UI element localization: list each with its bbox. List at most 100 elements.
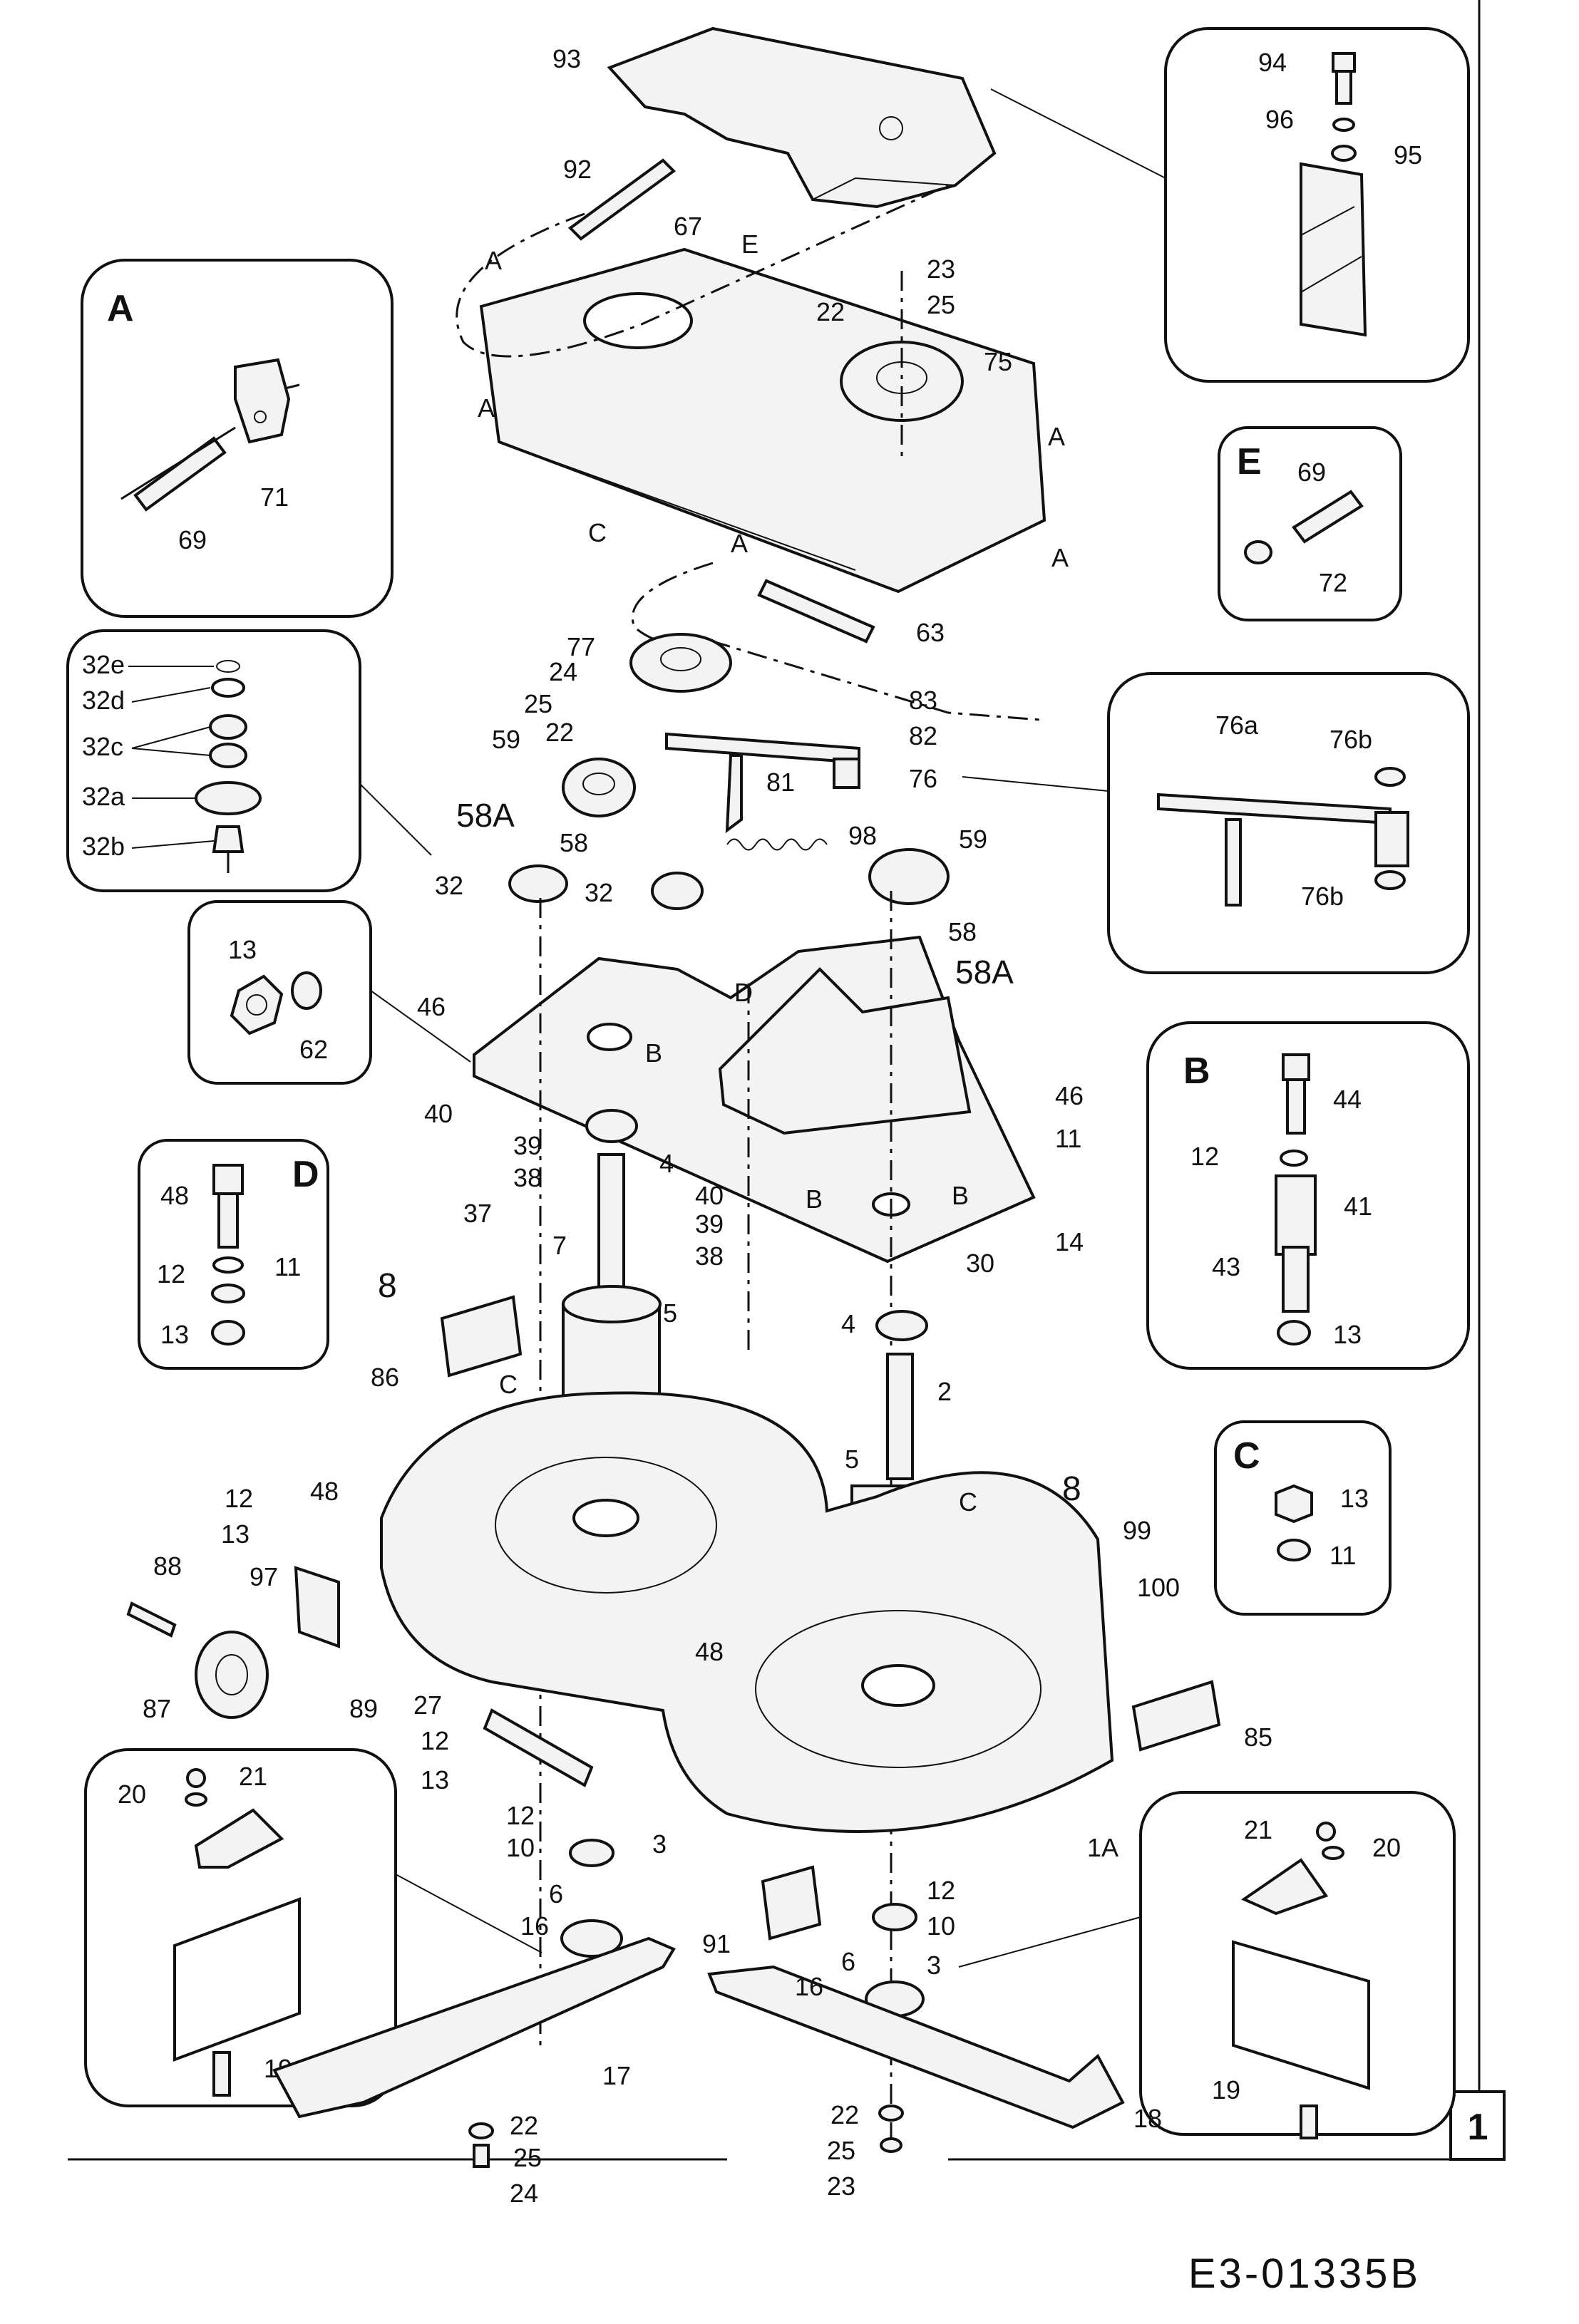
callout-37: 37 [463,1199,492,1228]
callout-38a: 38 [513,1163,542,1192]
spring-98 [726,838,828,851]
callout-e: E [741,229,758,259]
callout-83: 83 [909,686,937,715]
leader-blade-left [395,1874,542,1953]
label-72: 72 [1319,568,1347,597]
callout-14: 14 [1055,1227,1084,1256]
label-62: 62 [299,1035,328,1064]
hub-16-left [560,1919,623,1958]
label-20-left: 20 [118,1780,146,1809]
label-32d: 32d [82,686,125,715]
callout-a4: A [731,529,748,558]
label-96: 96 [1265,105,1294,134]
callout-18: 18 [1133,2104,1162,2133]
callout-63: 63 [916,618,945,647]
label-20-right: 20 [1372,1833,1401,1862]
callout-24a: 24 [549,657,577,686]
callout-a2: A [478,393,495,423]
belt-path-lower [631,562,1041,721]
label-13-box-b: 13 [1333,1320,1362,1349]
spacer-62 [291,971,322,1010]
callout-85: 85 [1244,1723,1272,1752]
callout-7: 7 [552,1231,567,1260]
callout-16b: 16 [795,1972,823,2001]
callout-22c: 22 [510,2111,538,2140]
detail-box-blade-left: 21 20 19 [84,1748,397,2107]
callout-58a-right: 58A [955,954,1014,991]
callout-16a: 16 [520,1911,549,1941]
detail-box-blade-right: 21 20 19 [1139,1791,1456,2139]
callout-67: 67 [674,212,702,241]
callout-a1: A [485,246,502,275]
detail-box-arm: 76a 76b 76b [1107,672,1470,974]
blade-17 [272,1936,676,2119]
top-cover-93 [607,26,997,209]
label-76a: 76a [1215,711,1259,740]
bracket-85 [1131,1680,1221,1752]
belt-path-upper [456,184,949,358]
detail-box-a: A 71 69 [81,259,394,618]
callout-81: 81 [766,768,795,797]
label-76b-top: 76b [1329,725,1372,754]
callout-24b: 24 [510,2179,538,2208]
callout-22b: 22 [545,718,574,747]
label-32a: 32a [82,782,125,811]
label-13-box-c: 13 [1340,1484,1369,1513]
axle-88 [126,1601,177,1638]
detail-box-a-title: A [107,288,134,329]
label-13-box-d: 13 [160,1320,189,1349]
callout-22d: 22 [830,2100,859,2129]
callout-22a: 22 [816,297,845,326]
detail-box-d-title: D [292,1154,319,1195]
label-12-box-b: 12 [1190,1142,1219,1171]
callout-17: 17 [602,2061,631,2090]
callout-1a: 1A [1087,1833,1118,1862]
callout-c3: C [959,1487,977,1517]
callout-93: 93 [552,44,581,73]
callout-32b: 32 [585,878,613,907]
callout-58a: 58 [560,828,588,857]
callout-6b: 6 [841,1947,855,1976]
leader-blade-right [958,1916,1141,1968]
callout-58a-left: 58A [456,797,515,834]
label-44: 44 [1333,1085,1362,1114]
detail-box-c: C 13 11 [1214,1420,1392,1616]
callout-32a: 32 [435,871,463,900]
callout-25a: 25 [927,290,955,319]
pulley-59-left [562,758,636,817]
callout-97: 97 [250,1562,278,1591]
callout-99: 99 [1123,1516,1151,1545]
pulley-32-right [651,872,704,910]
callout-82: 82 [909,721,937,750]
callout-39a: 39 [513,1131,542,1160]
callout-59a: 59 [492,725,520,754]
leader-13-62 [370,990,471,1063]
label-43: 43 [1212,1252,1240,1281]
callout-77: 77 [567,632,595,661]
callout-12a: 12 [225,1484,253,1513]
deck-1A [380,1391,1114,1833]
label-95: 95 [1394,140,1422,170]
label-21-left: 21 [239,1762,267,1791]
callout-40b: 40 [695,1181,724,1210]
callout-40a: 40 [424,1099,453,1128]
callout-58b: 58 [948,917,977,946]
callout-5b: 5 [845,1445,859,1474]
label-11-box-d: 11 [274,1252,301,1281]
detail-box-c-title: C [1233,1435,1260,1477]
nut-13 [230,974,284,1036]
callout-3a: 3 [652,1829,667,1859]
detail-box-b: B 44 12 41 43 13 [1146,1021,1470,1370]
callout-4a: 4 [659,1149,674,1178]
callout-39b: 39 [695,1209,724,1239]
detail-box-blade-guard: 94 96 95 [1164,27,1470,383]
label-32c: 32c [82,732,123,761]
label-32b: 32b [82,832,125,861]
callout-25b: 25 [524,689,552,718]
bracket-d [718,967,972,1135]
rod-63 [757,579,875,644]
callout-92: 92 [563,155,592,184]
bracket-97 [294,1566,340,1648]
detail-box-e: E 69 72 [1218,426,1402,621]
callout-3b: 3 [927,1951,941,1980]
